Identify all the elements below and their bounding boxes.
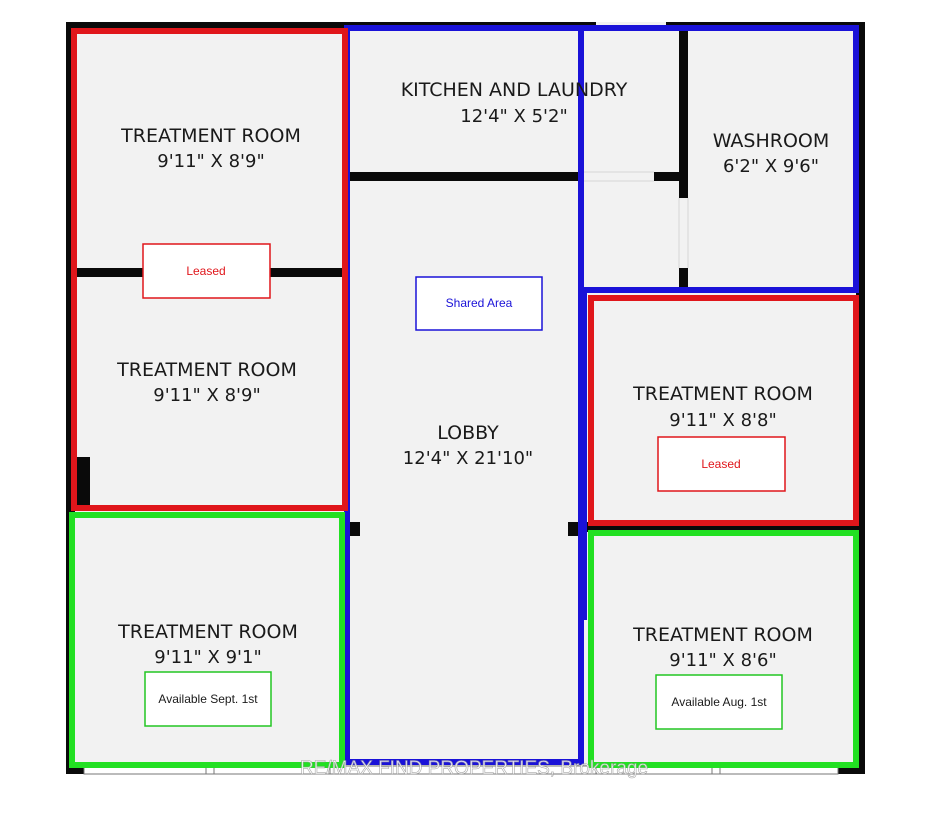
leased-outline-right (588, 295, 859, 526)
room-name: TREATMENT ROOM (117, 621, 298, 643)
room-name: WASHROOM (713, 130, 830, 152)
room-dimensions: 9'11" X 8'9" (157, 151, 265, 172)
room-lobby-label: LOBBY 12'4" X 21'10" (403, 422, 533, 469)
tag-leased-right: Leased (657, 436, 786, 492)
wall-bottom-right (838, 766, 865, 774)
available-outline-right (588, 530, 859, 768)
room-treatment-mid-left-label: TREATMENT ROOM 9'11" X 8'9" (116, 359, 297, 406)
room-name: TREATMENT ROOM (632, 624, 813, 646)
leased-room-outlines (71, 28, 859, 526)
shared-outline-washroom (581, 25, 859, 620)
room-treatment-mid-right-label: TREATMENT ROOM 9'11" X 8'8" (632, 383, 813, 431)
wall-kitchen-lobby-right (654, 172, 686, 181)
room-dimensions: 9'11" X 8'6" (669, 650, 777, 671)
wall-left-stub (76, 457, 90, 508)
available-outline-left (69, 512, 345, 768)
wall-top-left (66, 22, 596, 31)
window-frame (83, 765, 839, 775)
tag-label: Available Aug. 1st (671, 695, 767, 709)
tag-available-right: Available Aug. 1st (655, 674, 783, 730)
room-dimensions: 9'11" X 8'9" (153, 385, 261, 406)
tag-box (415, 276, 543, 331)
tag-available-left: Available Sept. 1st (144, 671, 272, 727)
tag-label: Shared Area (446, 296, 513, 310)
available-room-outlines (69, 512, 859, 768)
tag-label: Available Sept. 1st (158, 692, 258, 706)
room-dimensions: 6'2" X 9'6" (723, 156, 819, 177)
room-dimensions: 9'11" X 9'1" (154, 647, 262, 668)
room-dimensions: 12'4" X 5'2" (460, 106, 568, 127)
wall-washroom-upper (679, 30, 688, 198)
floor-area (66, 22, 864, 773)
tag-leased-left: Leased (142, 243, 271, 299)
wall-left (66, 22, 75, 773)
room-name: LOBBY (437, 422, 499, 444)
wall-right (856, 22, 865, 773)
room-name: TREATMENT ROOM (120, 125, 301, 147)
tag-box (657, 436, 786, 492)
tag-box (144, 671, 272, 727)
room-dimensions: 12'4" X 21'10" (403, 448, 533, 469)
wall-kitchen-lobby-left (350, 172, 582, 181)
brokerage-watermark: RE/MAX FIND PROPERTIES, Brokerage (300, 758, 648, 779)
tag-box (142, 243, 271, 299)
room-treatment-bottom-right-label: TREATMENT ROOM 9'11" X 8'6" (632, 624, 813, 671)
room-name: TREATMENT ROOM (632, 383, 813, 405)
wall-right-divider (580, 522, 857, 532)
tag-box (655, 674, 783, 730)
wall-left-divider-2 (270, 268, 343, 277)
room-name: KITCHEN AND LAUNDRY (401, 79, 628, 101)
room-name: TREATMENT ROOM (116, 359, 297, 381)
room-dimensions: 9'11" X 8'8" (669, 410, 777, 431)
tag-shared-area: Shared Area (415, 276, 543, 331)
room-washroom-label: WASHROOM 6'2" X 9'6" (713, 130, 830, 177)
tag-label: Leased (186, 264, 225, 278)
wall-bottom-left (66, 766, 84, 774)
room-treatment-bottom-left-label: TREATMENT ROOM 9'11" X 9'1" (117, 621, 298, 668)
wall-left-divider (75, 268, 145, 277)
room-treatment-top-left-label: TREATMENT ROOM 9'11" X 8'9" (120, 125, 301, 172)
room-kitchen-label: KITCHEN AND LAUNDRY 12'4" X 5'2" (401, 79, 628, 127)
tag-label: Leased (701, 457, 740, 471)
wall-washroom-lower (679, 268, 688, 292)
leased-outline-left (71, 28, 348, 511)
